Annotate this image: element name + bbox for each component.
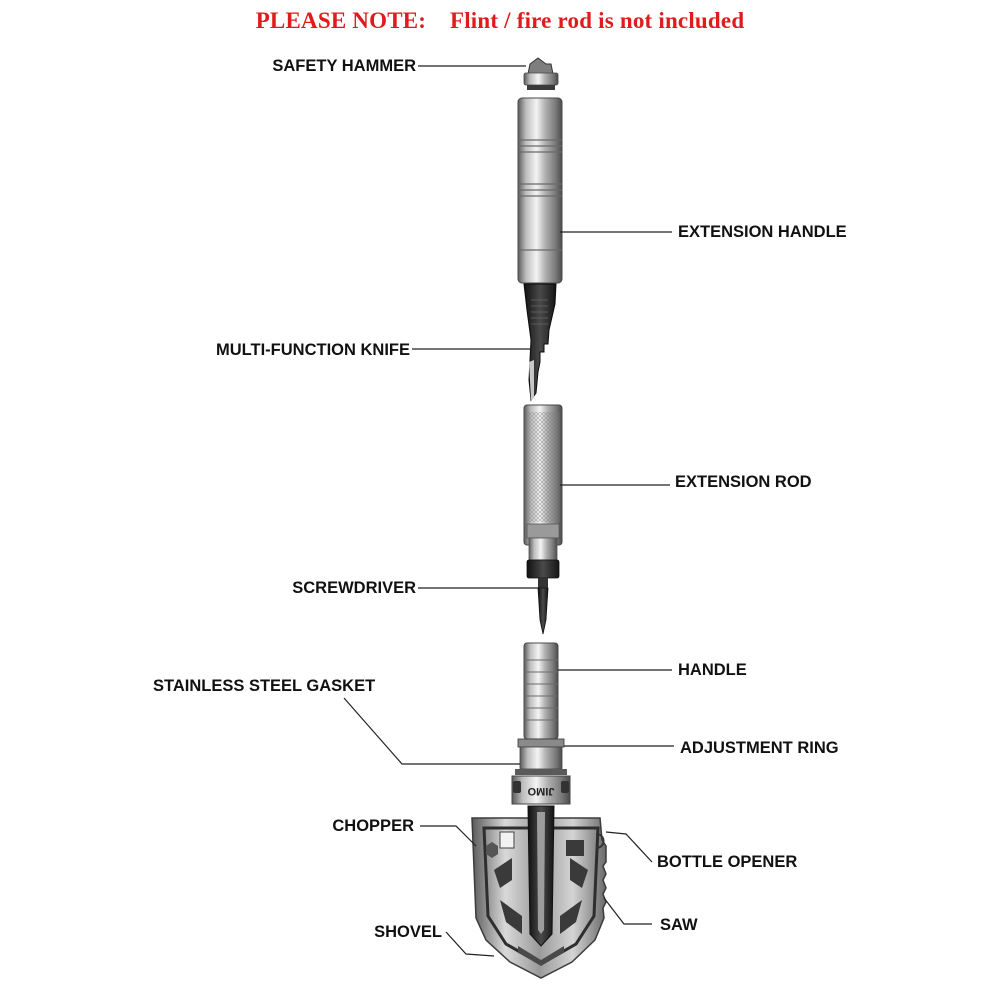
notice-text: PLEASE NOTE: Flint / fire rod is not inc…: [255, 8, 745, 33]
safety-hammer-part: [523, 57, 559, 90]
leader-bottle-opener: [605, 831, 653, 863]
label-chopper: CHOPPER: [332, 817, 414, 835]
brand-mark: JIMO: [527, 785, 554, 797]
label-extension-rod: EXTENSION ROD: [675, 473, 812, 491]
leader-lines: [343, 65, 674, 957]
leader-saw: [603, 897, 652, 925]
label-adjustment-ring: ADJUSTMENT RING: [680, 739, 839, 757]
label-extension-handle: EXTENSION HANDLE: [678, 223, 847, 241]
extension-rod-part: [523, 404, 563, 579]
label-screwdriver: SCREWDRIVER: [292, 579, 416, 597]
knife-part: [523, 283, 557, 402]
handle-part: [523, 642, 559, 740]
adjustment-ring-part: [515, 738, 567, 775]
label-bottle-opener: BOTTLE OPENER: [657, 853, 798, 871]
shovel-blade-part: [471, 805, 607, 979]
label-saw: SAW: [660, 916, 698, 934]
screwdriver-part: [537, 578, 549, 635]
leader-gasket: [343, 697, 520, 765]
hinge-part: JIMO: [511, 775, 571, 805]
extension-handle-part: [517, 97, 563, 284]
label-multi-function-knife: MULTI-FUNCTION KNIFE: [216, 341, 410, 359]
leader-chopper: [420, 825, 477, 847]
label-shovel: SHOVEL: [374, 923, 442, 941]
label-safety-hammer: SAFETY HAMMER: [272, 57, 416, 75]
label-stainless-steel-gasket: STAINLESS STEEL GASKET: [153, 677, 376, 695]
leader-shovel: [445, 931, 495, 957]
label-handle: HANDLE: [678, 661, 747, 679]
